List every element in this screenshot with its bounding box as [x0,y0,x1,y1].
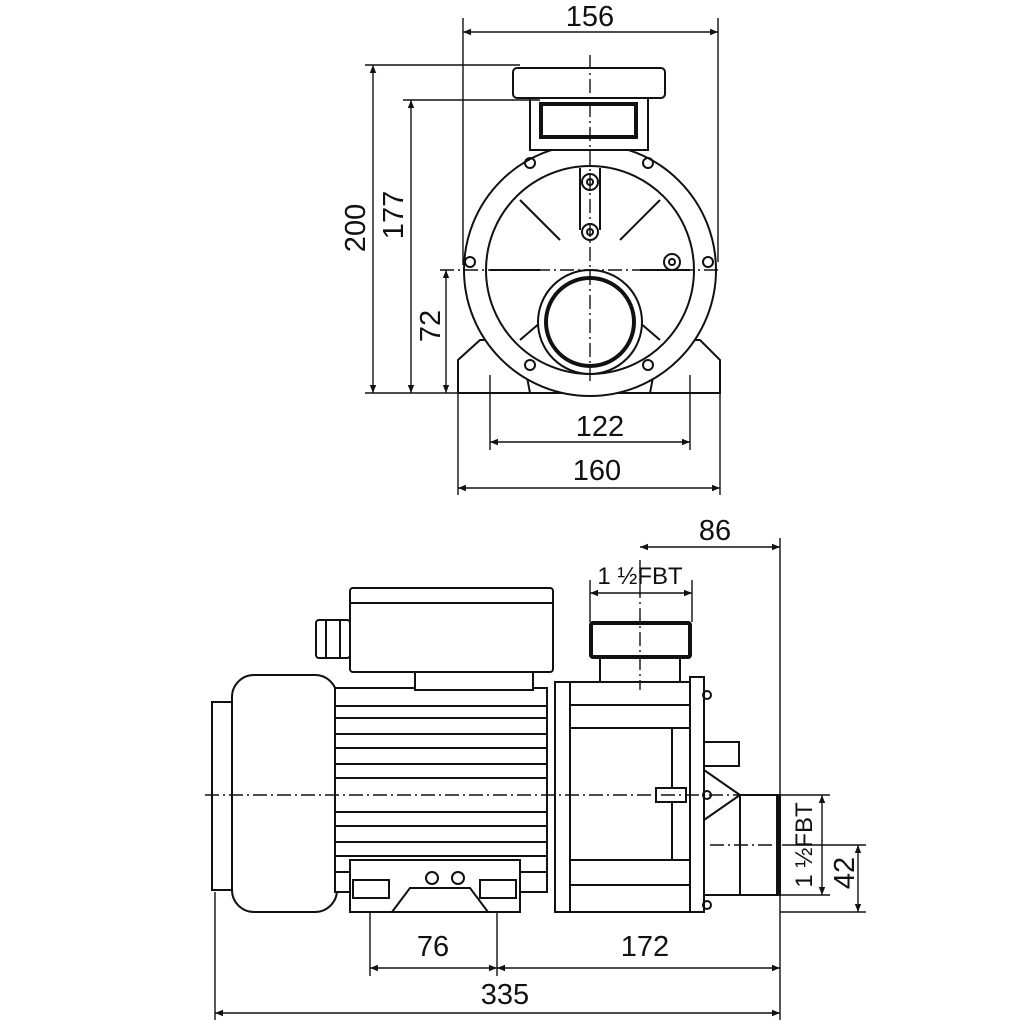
bolts [464,157,714,371]
dim-86: 86 [699,515,731,547]
side-dimensions: 86 1 ½FBT 1 ½FBT 42 76 172 335 [214,515,866,1020]
dim-172: 172 [621,931,669,963]
dim-122: 122 [576,411,624,443]
dim-177: 177 [378,191,410,239]
outlet-port [539,102,638,139]
junction-box-top [512,67,666,99]
dim-156: 156 [566,1,614,33]
front-view: 156 200 177 72 122 160 [340,1,722,495]
side-view: 86 1 ½FBT 1 ½FBT 42 76 172 335 [205,515,866,1020]
motor-feet [349,859,521,913]
fan-cover [231,674,338,913]
dim-72: 72 [415,310,447,342]
dim-76: 76 [417,931,449,963]
dim-200: 200 [340,204,372,252]
cable-gland [315,619,351,659]
dim-335: 335 [481,979,529,1011]
dim-160: 160 [573,455,621,487]
terminal-box [349,587,554,673]
outlet-housing [529,97,649,151]
front-dimensions: 156 200 177 72 122 160 [340,1,721,495]
dim-42: 42 [829,857,861,889]
dim-outlet-thread: 1 ½FBT [597,563,683,590]
